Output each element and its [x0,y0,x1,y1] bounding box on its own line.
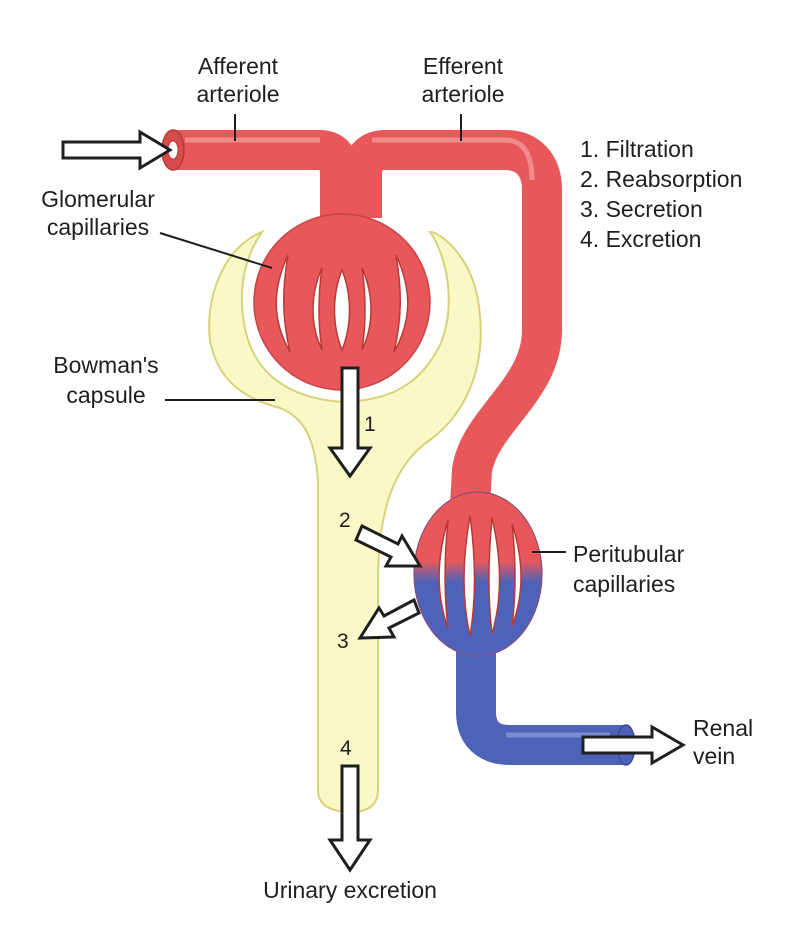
secretion-arrow-icon [357,597,421,640]
afferent-arteriole [175,130,360,218]
step-number-4: 4 [340,737,352,760]
process-list-item: 2. Reabsorption [580,166,742,192]
excretion-arrow-icon [327,764,373,873]
outflow-arrow-icon [581,724,686,766]
process-list-item: 1. Filtration [580,136,694,162]
process-list-item: 4. Excretion [580,226,701,252]
urinary-excretion-label: Urinary excretion [263,877,437,903]
efferent-arteriole [342,130,562,507]
step-number-2: 2 [339,509,351,532]
process-list-item: 3. Secretion [580,196,703,222]
reabsorption-arrow-icon [354,523,423,568]
inflow-arrow-icon [61,129,173,171]
step-number-1: 1 [364,413,376,436]
step-number-3: 3 [337,630,349,653]
filtration-arrow-icon [327,366,373,479]
peritubular-capillaries [413,491,543,657]
renal-vein-vessel [456,640,626,765]
